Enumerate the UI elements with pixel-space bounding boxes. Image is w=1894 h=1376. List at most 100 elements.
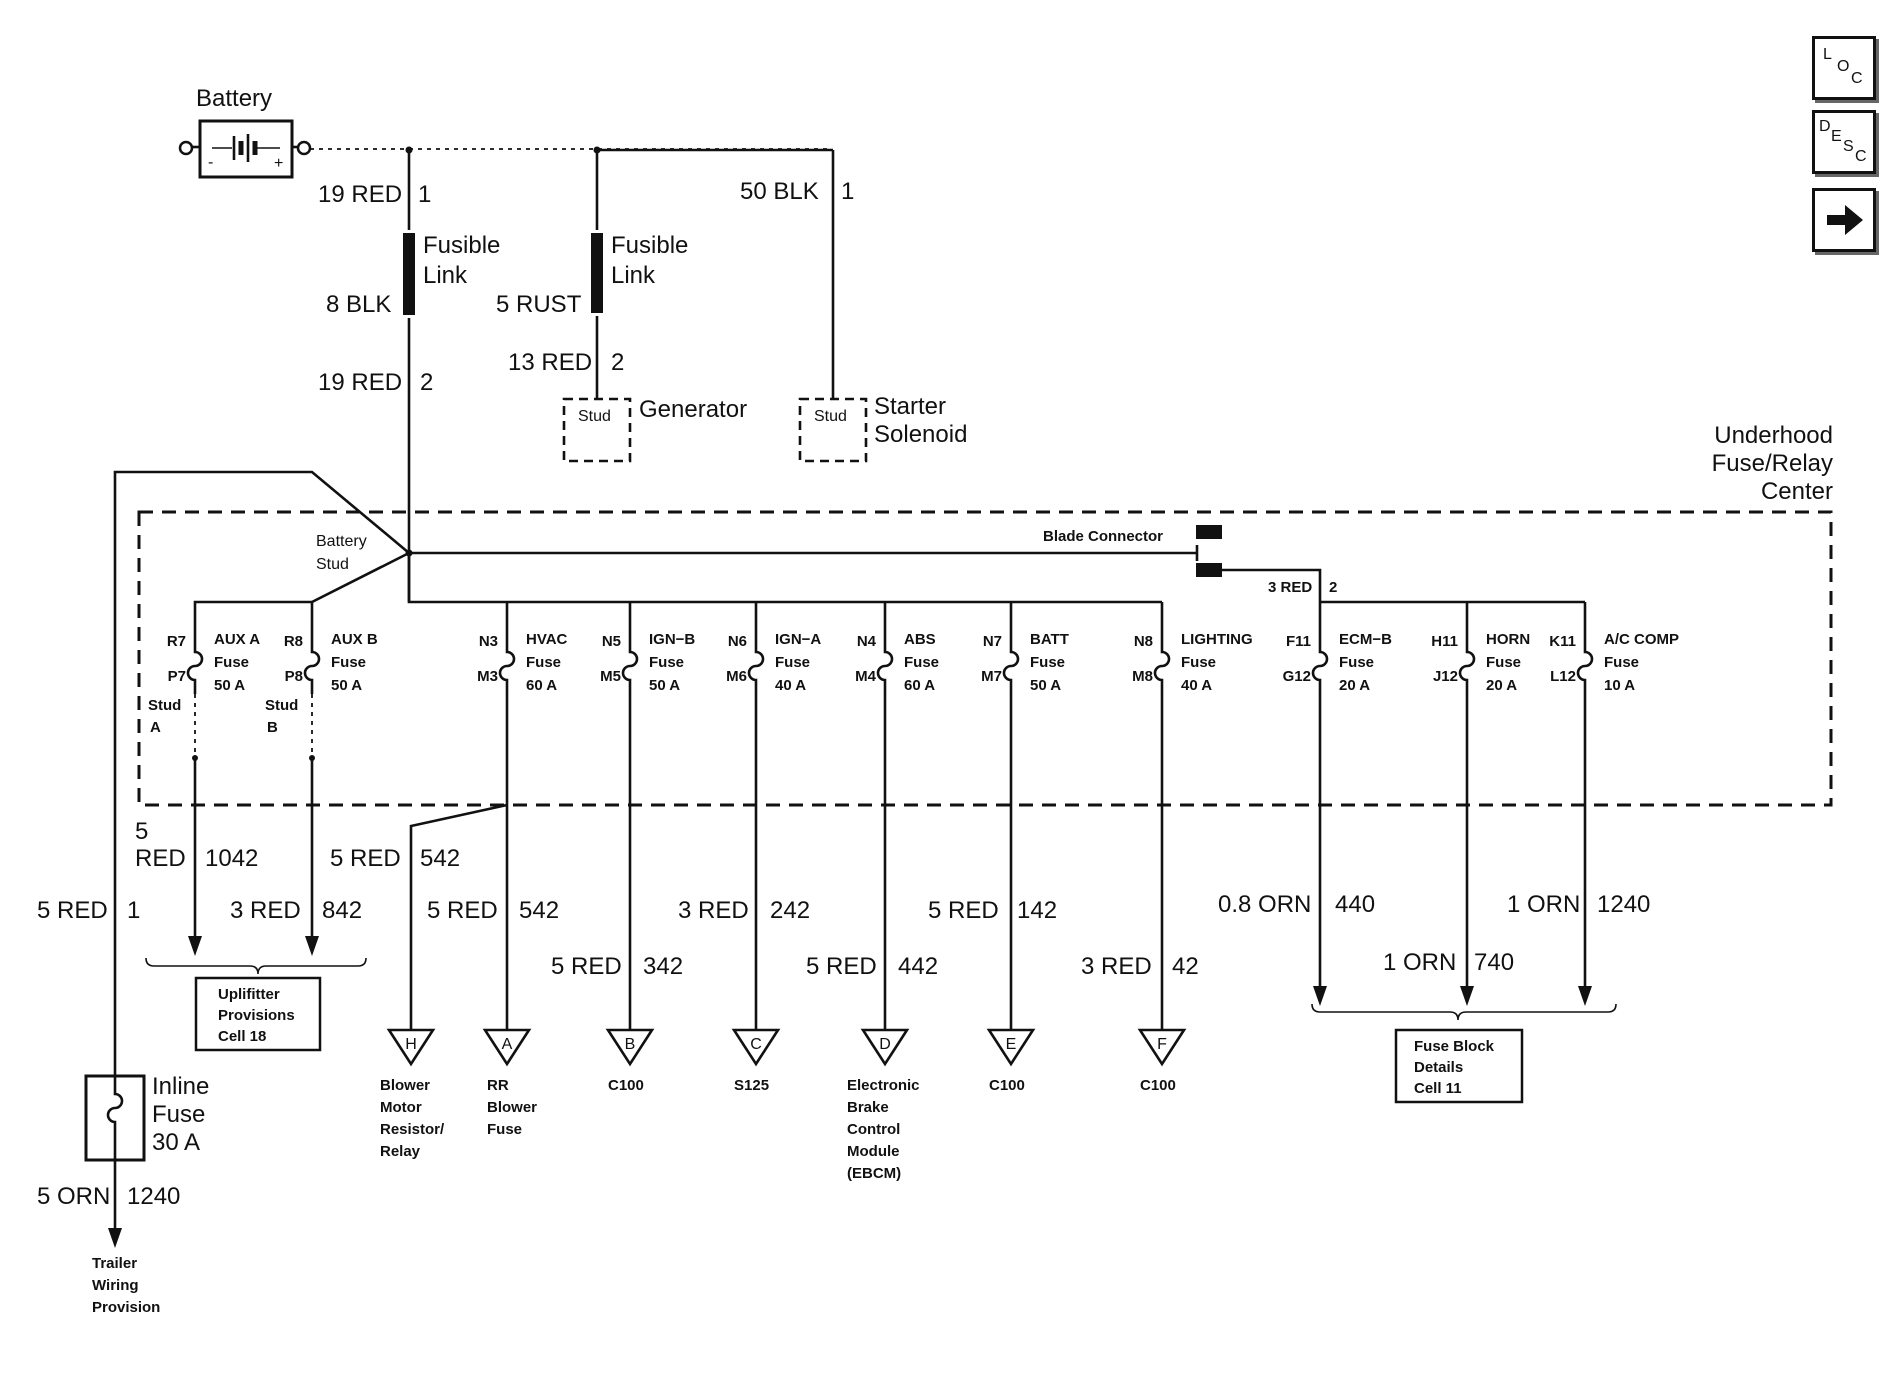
description-button[interactable]: D E S C	[1812, 110, 1876, 174]
connector-label: Control	[847, 1121, 900, 1138]
wire-50blk-pin: 1	[841, 178, 854, 205]
output-wires	[188, 694, 1592, 1030]
fuse-pin-bottom: M7	[981, 668, 1002, 685]
connector-label: (EBCM)	[847, 1165, 901, 1182]
loc-letter-c: C	[1851, 70, 1863, 87]
fuse-block-label-3: Cell 11	[1414, 1080, 1462, 1097]
connector-letter: E	[1006, 1036, 1017, 1053]
fuse-block-box[interactable]	[1394, 1028, 1524, 1104]
label-842: 842	[322, 897, 362, 924]
connector-e[interactable]: E C100	[986, 1028, 1036, 1094]
fuse-pin-top: N4	[857, 633, 877, 650]
trailer-label-3: Provision	[92, 1299, 160, 1316]
fuse-name: IGN−B	[649, 631, 695, 648]
svg-text:+: +	[274, 155, 283, 172]
fusible-link-2-label2: Link	[611, 262, 656, 289]
label-red: RED	[135, 845, 186, 872]
fuse-type: Fuse	[775, 654, 810, 671]
fuse-pin-bottom: M5	[600, 668, 621, 685]
fuse-pin-top: R8	[284, 633, 303, 650]
uplifitter-label-1: Uplifitter	[218, 986, 280, 1003]
inline-fuse-label-3: 30 A	[152, 1129, 200, 1156]
fuse-pin-bottom: P8	[285, 668, 303, 685]
connector-label: Relay	[380, 1143, 421, 1160]
blade-connector-top	[1196, 525, 1222, 539]
label-1orn-1240: 1 ORN	[1507, 891, 1580, 918]
blade-connector-bottom	[1196, 563, 1222, 577]
output-wire-labels: 5 RED 1042 5 RED 542 5 RED 1 3 RED 842 5…	[37, 818, 1650, 1210]
label-08orn-440: 0.8 ORN	[1218, 891, 1311, 918]
battery-stud-label-2: Stud	[316, 556, 349, 573]
next-arrow-button[interactable]	[1812, 188, 1876, 252]
fuse-block-label-2: Details	[1414, 1059, 1463, 1076]
connector-label: Brake	[847, 1099, 889, 1116]
solenoid-label: Solenoid	[874, 421, 967, 448]
connector-label: Motor	[380, 1099, 422, 1116]
wire-13red: 13 RED	[508, 349, 592, 376]
center-label-1: Underhood	[1714, 422, 1833, 449]
connector-label: C100	[989, 1077, 1025, 1094]
fuse-rating: 40 A	[775, 677, 806, 694]
connector-label: Resistor/	[380, 1121, 445, 1138]
fuse-name: IGN−A	[775, 631, 821, 648]
generator-label: Generator	[639, 396, 747, 423]
fuse-block-label-1: Fuse Block	[1414, 1038, 1495, 1055]
wire-19red-top-pin: 1	[418, 181, 431, 208]
label-5red-542b: 5 RED	[427, 897, 498, 924]
fusible-link-2-label: Fusible	[611, 232, 688, 259]
fuse-pin-top: F11	[1286, 633, 1311, 650]
fuse-type: Fuse	[1604, 654, 1639, 671]
uplifitter-box[interactable]	[194, 976, 322, 1052]
label-1240: 1240	[1597, 891, 1650, 918]
label-542b: 542	[519, 897, 559, 924]
connector-letter: A	[502, 1036, 513, 1053]
starter-stud	[798, 397, 868, 463]
fuse-rating: 10 A	[1604, 677, 1635, 694]
center-label-3: Center	[1761, 478, 1833, 505]
wire-19red-bottom-pin: 2	[420, 369, 433, 396]
trailer-arrow	[108, 1228, 122, 1248]
wire-8blk: 8 BLK	[326, 291, 391, 318]
battery-label: Battery	[196, 85, 272, 112]
generator-stud	[562, 397, 632, 463]
fuse-pin-bottom: M4	[855, 668, 876, 685]
fuse-type: Fuse	[526, 654, 561, 671]
fuse-pin-bottom: G12	[1283, 668, 1311, 685]
fuse-block-brace	[1311, 1003, 1617, 1021]
arrow-right-icon	[1827, 205, 1863, 235]
wire-19red-bottom: 19 RED	[318, 369, 402, 396]
fusible-link-1-label: Fusible	[423, 232, 500, 259]
fuse-pin-bottom: M8	[1132, 668, 1153, 685]
blade-wire-label: 3 RED	[1268, 579, 1312, 596]
wire-13red-pin: 2	[611, 349, 624, 376]
loc-letter-o: O	[1837, 58, 1849, 75]
connector-label: RR	[487, 1077, 509, 1094]
connector-f[interactable]: F C100	[1137, 1028, 1187, 1094]
connector-letter: F	[1157, 1036, 1167, 1053]
label-5red-442: 5 RED	[806, 953, 877, 980]
loc-letter-l: L	[1823, 46, 1832, 63]
connector-label: S125	[734, 1077, 769, 1094]
label-1: 1	[127, 897, 140, 924]
fuse-pin-top: N6	[728, 633, 747, 650]
label-442: 442	[898, 953, 938, 980]
fuse-name: ABS	[904, 631, 936, 648]
fuse-pin-top: K11	[1549, 633, 1576, 650]
location-button[interactable]: L O C	[1812, 36, 1876, 100]
fuse-rating: 50 A	[331, 677, 362, 694]
connector-label: C100	[1140, 1077, 1176, 1094]
label-242: 242	[770, 897, 810, 924]
fusible-link-1-label2: Link	[423, 262, 468, 289]
label-542a: 542	[420, 845, 460, 872]
fuse-name: HVAC	[526, 631, 568, 648]
fuse-type: Fuse	[904, 654, 939, 671]
